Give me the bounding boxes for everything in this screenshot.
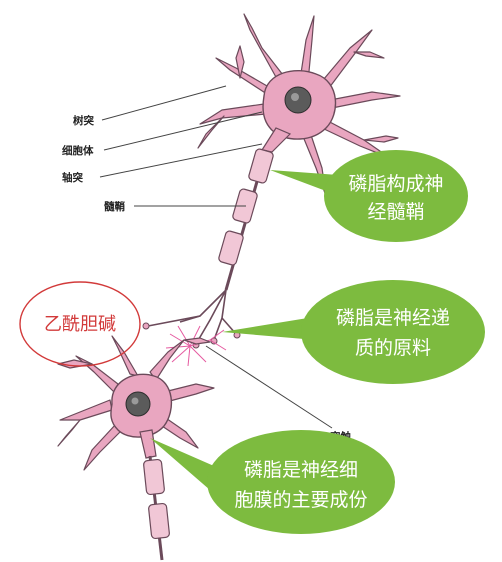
callout-cell-membrane-bubble xyxy=(207,430,395,534)
upper-nucleus xyxy=(284,86,312,114)
lower-axon xyxy=(143,455,170,561)
callout-myelin-line2: 经髓鞘 xyxy=(367,201,424,223)
neurotransmitter-highlight: 乙酰胆碱 xyxy=(19,281,141,367)
upper-neuron xyxy=(197,13,401,197)
label-axon: 轴突 xyxy=(62,171,83,184)
upper-axon-hillock xyxy=(261,127,292,153)
upper-axon xyxy=(142,148,274,349)
label-dendrite: 树突 xyxy=(73,114,94,127)
upper-nucleolus xyxy=(291,93,299,101)
callout-cell-membrane-line2: 胞膜的主要成份 xyxy=(234,489,367,511)
red-circle xyxy=(19,281,141,367)
callout-cell-membrane-line1: 磷脂是神经细 xyxy=(244,459,358,481)
callout-neurotransmitter-bubble xyxy=(301,280,485,384)
callout-myelin-line1: 磷脂构成神 xyxy=(348,173,443,195)
axon-terminals xyxy=(147,289,237,345)
lower-nucleolus xyxy=(131,397,139,405)
myelin-segments xyxy=(218,148,274,266)
lower-myelin-segments xyxy=(143,458,170,540)
lower-axon-hillock xyxy=(139,429,157,459)
lower-neuron xyxy=(57,335,215,471)
label-leader-lines xyxy=(99,85,333,429)
callout-neurotransmitter-line2: 质的原料 xyxy=(355,337,431,359)
callout-myelin: 磷脂构成神 经髓鞘 xyxy=(270,150,468,242)
callout-neurotransmitter-line1: 磷脂是神经递 xyxy=(336,307,450,329)
label-myelin-sheath: 髓鞘 xyxy=(104,200,125,213)
lower-dendrites xyxy=(57,335,215,471)
callout-cell-membrane-pointer xyxy=(150,438,214,490)
callout-neurotransmitter: 磷脂是神经递 质的原料 xyxy=(222,280,485,384)
axon-terminal-bulbs xyxy=(142,322,241,349)
label-cell-body: 细胞体 xyxy=(62,144,94,157)
lower-nucleus xyxy=(125,391,151,417)
callout-neurotransmitter-pointer xyxy=(222,316,320,340)
callout-myelin-bubble xyxy=(324,150,468,242)
neurotransmitter-label: 乙酰胆碱 xyxy=(44,314,116,335)
callout-cell-membrane: 磷脂是神经细 胞膜的主要成份 xyxy=(150,430,395,534)
